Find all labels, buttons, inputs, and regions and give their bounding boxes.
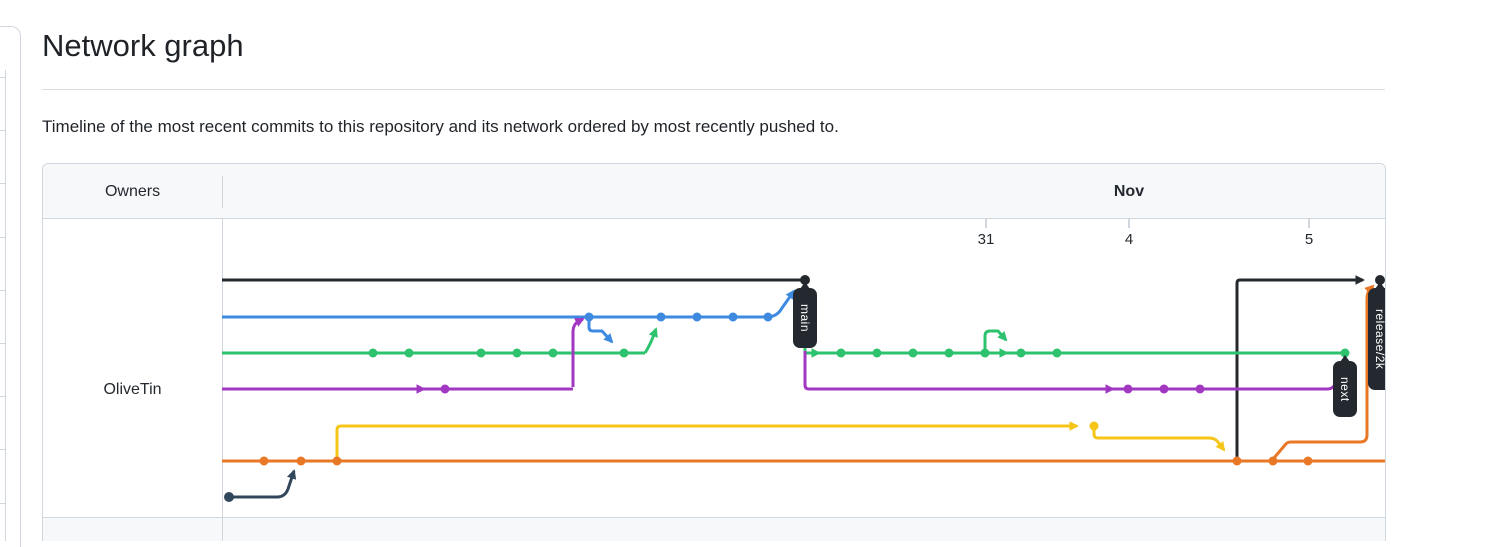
date-tick — [985, 219, 987, 228]
header-column-divider — [222, 176, 223, 208]
branch-label-next: next — [1333, 355, 1357, 417]
commit-dot[interactable] — [980, 348, 990, 358]
commit-dot[interactable] — [404, 348, 414, 358]
date-label: 31 — [977, 231, 995, 248]
adjacent-panel-divider — [5, 70, 6, 541]
date-label: 4 — [1124, 231, 1134, 248]
commit-dot[interactable] — [1303, 456, 1313, 466]
commit-dot[interactable] — [259, 456, 269, 466]
commit-dot[interactable] — [1089, 421, 1099, 431]
commit-dot[interactable] — [440, 384, 450, 394]
commit-dot[interactable] — [728, 312, 738, 322]
branch-line-purple — [571, 317, 585, 387]
branch-line-blue — [766, 289, 796, 319]
commit-dot[interactable] — [1159, 384, 1169, 394]
commit-dot[interactable] — [548, 348, 558, 358]
commit-dot[interactable] — [1232, 456, 1242, 466]
date-label: 5 — [1304, 231, 1314, 248]
commit-dot[interactable] — [619, 348, 629, 358]
branch-line-green — [643, 327, 658, 354]
branch-label-release-2k: release/2k — [1368, 282, 1385, 390]
table-header-row: Owners Nov — [43, 164, 1385, 219]
owner-link[interactable]: OliveTin — [103, 381, 162, 398]
commit-dot[interactable] — [944, 348, 954, 358]
column-divider — [222, 219, 223, 541]
commit-dot[interactable] — [1123, 384, 1133, 394]
commit-dot[interactable] — [656, 312, 666, 322]
commit-dot[interactable] — [908, 348, 918, 358]
commit-dot[interactable] — [1052, 348, 1062, 358]
branch-line-purple — [803, 351, 1344, 391]
branch-line-orange — [1272, 284, 1375, 459]
commit-dot[interactable] — [224, 492, 234, 502]
commit-dot[interactable] — [476, 348, 486, 358]
commit-dot[interactable] — [872, 348, 882, 358]
network-graph-canvas[interactable]: main release/2k next — [43, 164, 1385, 541]
title-divider — [42, 89, 1385, 90]
branch-label-main: main — [793, 282, 817, 348]
commit-dot[interactable] — [1016, 348, 1026, 358]
branch-line-navy — [229, 469, 297, 499]
owner-cell: OliveTin — [43, 376, 222, 404]
commit-dot[interactable] — [584, 312, 594, 322]
date-tick — [1308, 219, 1310, 228]
commit-dot[interactable] — [368, 348, 378, 358]
next-row-partial — [43, 518, 1385, 541]
date-tick — [1128, 219, 1130, 228]
commit-dot[interactable] — [332, 456, 342, 466]
branch-line-black — [1235, 275, 1365, 459]
commit-dot[interactable] — [1195, 384, 1205, 394]
adjacent-panel-edge — [0, 26, 21, 547]
commit-dot[interactable] — [763, 312, 773, 322]
branch-line-blue — [587, 321, 614, 344]
commit-dot[interactable] — [836, 348, 846, 358]
commit-graph — [222, 275, 1385, 502]
branch-line-yellow — [1092, 429, 1226, 452]
owner-row — [43, 219, 1385, 518]
commit-dot[interactable] — [512, 348, 522, 358]
commit-dot[interactable] — [692, 312, 702, 322]
owners-column-header: Owners — [104, 182, 161, 200]
page-subtitle: Timeline of the most recent commits to t… — [42, 117, 839, 136]
branch-line-green — [983, 329, 1008, 350]
month-header: Nov — [1113, 182, 1145, 200]
network-graph-viewport: main release/2k next — [43, 164, 1385, 541]
commit-dot[interactable] — [1268, 456, 1278, 466]
branch-line-yellow — [335, 421, 1079, 459]
page-title: Network graph — [42, 28, 244, 63]
commit-dot[interactable] — [296, 456, 306, 466]
